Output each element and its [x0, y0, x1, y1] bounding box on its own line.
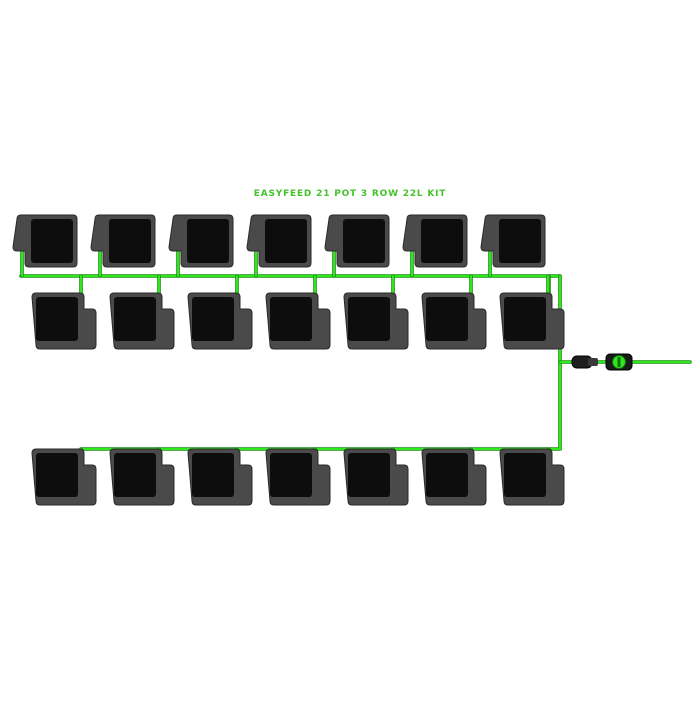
pot-row3-6	[421, 448, 487, 506]
pot-row2-1	[31, 292, 97, 350]
pot-body	[31, 219, 73, 263]
pot-row1-1	[12, 214, 78, 268]
pot-row2-7	[499, 292, 565, 350]
pot-row3-7	[499, 448, 565, 506]
pot-body	[426, 453, 468, 497]
pot-body	[187, 219, 229, 263]
pot-body	[499, 219, 541, 263]
pot-body	[504, 297, 546, 341]
pot-row3-5	[343, 448, 409, 506]
pot-body	[270, 297, 312, 341]
pot-body	[504, 453, 546, 497]
pot-row3-2	[109, 448, 175, 506]
pot-body	[426, 297, 468, 341]
pot-row3-1	[31, 448, 97, 506]
pot-row1-3	[168, 214, 234, 268]
pot-body	[270, 453, 312, 497]
pot-row2-2	[109, 292, 175, 350]
pot-row2-6	[421, 292, 487, 350]
pot-body	[348, 297, 390, 341]
connector-icon	[571, 355, 598, 369]
kit-title: EASYFEED 21 POT 3 ROW 22L KIT	[253, 189, 447, 199]
pot-row2-5	[343, 292, 409, 350]
pot-body	[343, 219, 385, 263]
tap-valve-icon	[605, 353, 633, 371]
pot-body	[265, 219, 307, 263]
pot-body	[109, 219, 151, 263]
pot-body	[192, 453, 234, 497]
pot-row1-4	[246, 214, 312, 268]
pot-body	[36, 453, 78, 497]
pot-row3-4	[265, 448, 331, 506]
pot-row1-6	[402, 214, 468, 268]
pot-layer	[12, 214, 565, 506]
pot-body	[348, 453, 390, 497]
pot-row2-4	[265, 292, 331, 350]
pot-body	[192, 297, 234, 341]
pot-row3-3	[187, 448, 253, 506]
pot-body	[114, 297, 156, 341]
pot-body	[114, 453, 156, 497]
pot-row1-2	[90, 214, 156, 268]
pot-row1-7	[480, 214, 546, 268]
pot-body	[36, 297, 78, 341]
pipe-network	[19, 238, 692, 469]
pot-row1-5	[324, 214, 390, 268]
pot-body	[421, 219, 463, 263]
pot-row2-3	[187, 292, 253, 350]
